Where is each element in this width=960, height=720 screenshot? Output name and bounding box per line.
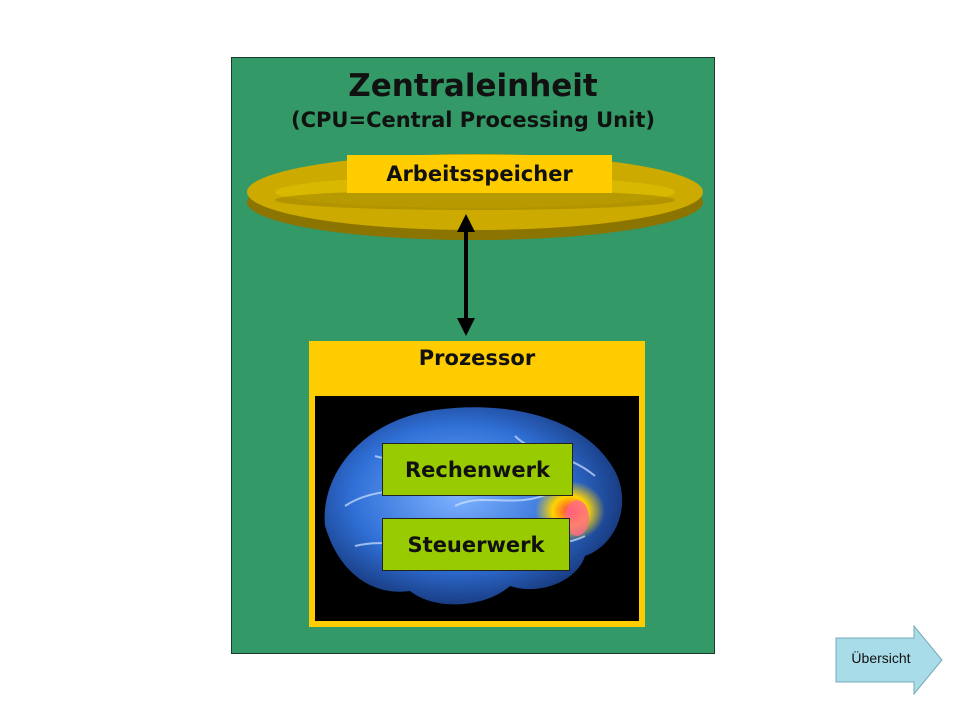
overview-arrow-button[interactable] (834, 624, 946, 696)
steuerwerk-box: Steuerwerk (382, 518, 570, 571)
rechenwerk-box: Rechenwerk (382, 443, 573, 496)
brain-image (315, 396, 639, 621)
memory-label: Arbeitsspeicher (347, 155, 612, 193)
processor-label: Prozessor (418, 346, 536, 370)
double-arrow-icon (457, 214, 475, 336)
diagram-subtitle: (CPU=Central Processing Unit) (291, 108, 655, 132)
diagram-title: Zentraleinheit (348, 68, 598, 104)
overview-link[interactable]: Übersicht (851, 650, 911, 666)
processor-header (309, 341, 645, 393)
